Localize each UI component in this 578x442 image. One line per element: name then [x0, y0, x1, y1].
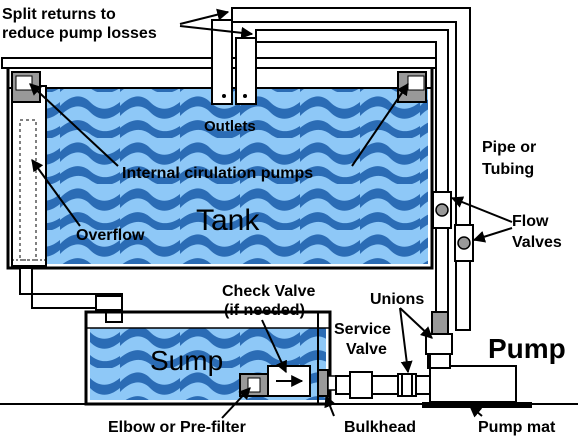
overflow-box [11, 85, 47, 267]
label-bulkhead: Bulkhead [344, 419, 416, 436]
label-split-returns-1: Split returns to [2, 6, 116, 23]
label-overflow: Overflow [76, 227, 145, 244]
flow-valve-1 [432, 191, 452, 229]
callout-arrows [29, 8, 513, 419]
label-pump: Pump [488, 333, 566, 364]
sump-to-pump-pipe [335, 371, 431, 399]
prefilter [239, 373, 269, 397]
label-unions: Unions [370, 291, 424, 308]
label-elbow-prefilter: Elbow or Pre-filter [108, 419, 246, 436]
label-pipe-or: Pipe or [482, 139, 536, 156]
label-pump-mat: Pump mat [478, 419, 556, 436]
check-valve [267, 365, 311, 397]
internal-pump-right [397, 71, 427, 103]
flow-valve-2 [454, 224, 474, 262]
label-flow: Flow [512, 213, 549, 230]
label-split-returns-2: reduce pump losses [2, 25, 157, 42]
tank-water [12, 88, 428, 264]
internal-pump-left [11, 71, 41, 103]
label-check-valve: Check Valve [222, 283, 316, 300]
label-valves: Valves [512, 234, 562, 251]
label-tank: Tank [196, 204, 260, 237]
label-outlets: Outlets [204, 118, 256, 135]
label-valve: Valve [346, 341, 387, 358]
label-service: Service [334, 321, 391, 338]
bulkhead [317, 369, 337, 397]
outlets [211, 19, 257, 105]
main-pump [429, 353, 517, 403]
label-if-needed: (if needed) [224, 302, 305, 319]
label-tubing: Tubing [482, 161, 534, 178]
floor [0, 402, 578, 408]
label-internal-pumps: Internal cirulation pumps [122, 165, 313, 182]
pump-mat [422, 402, 532, 408]
label-sump: Sump [150, 345, 223, 376]
drain-pipe [19, 267, 123, 323]
